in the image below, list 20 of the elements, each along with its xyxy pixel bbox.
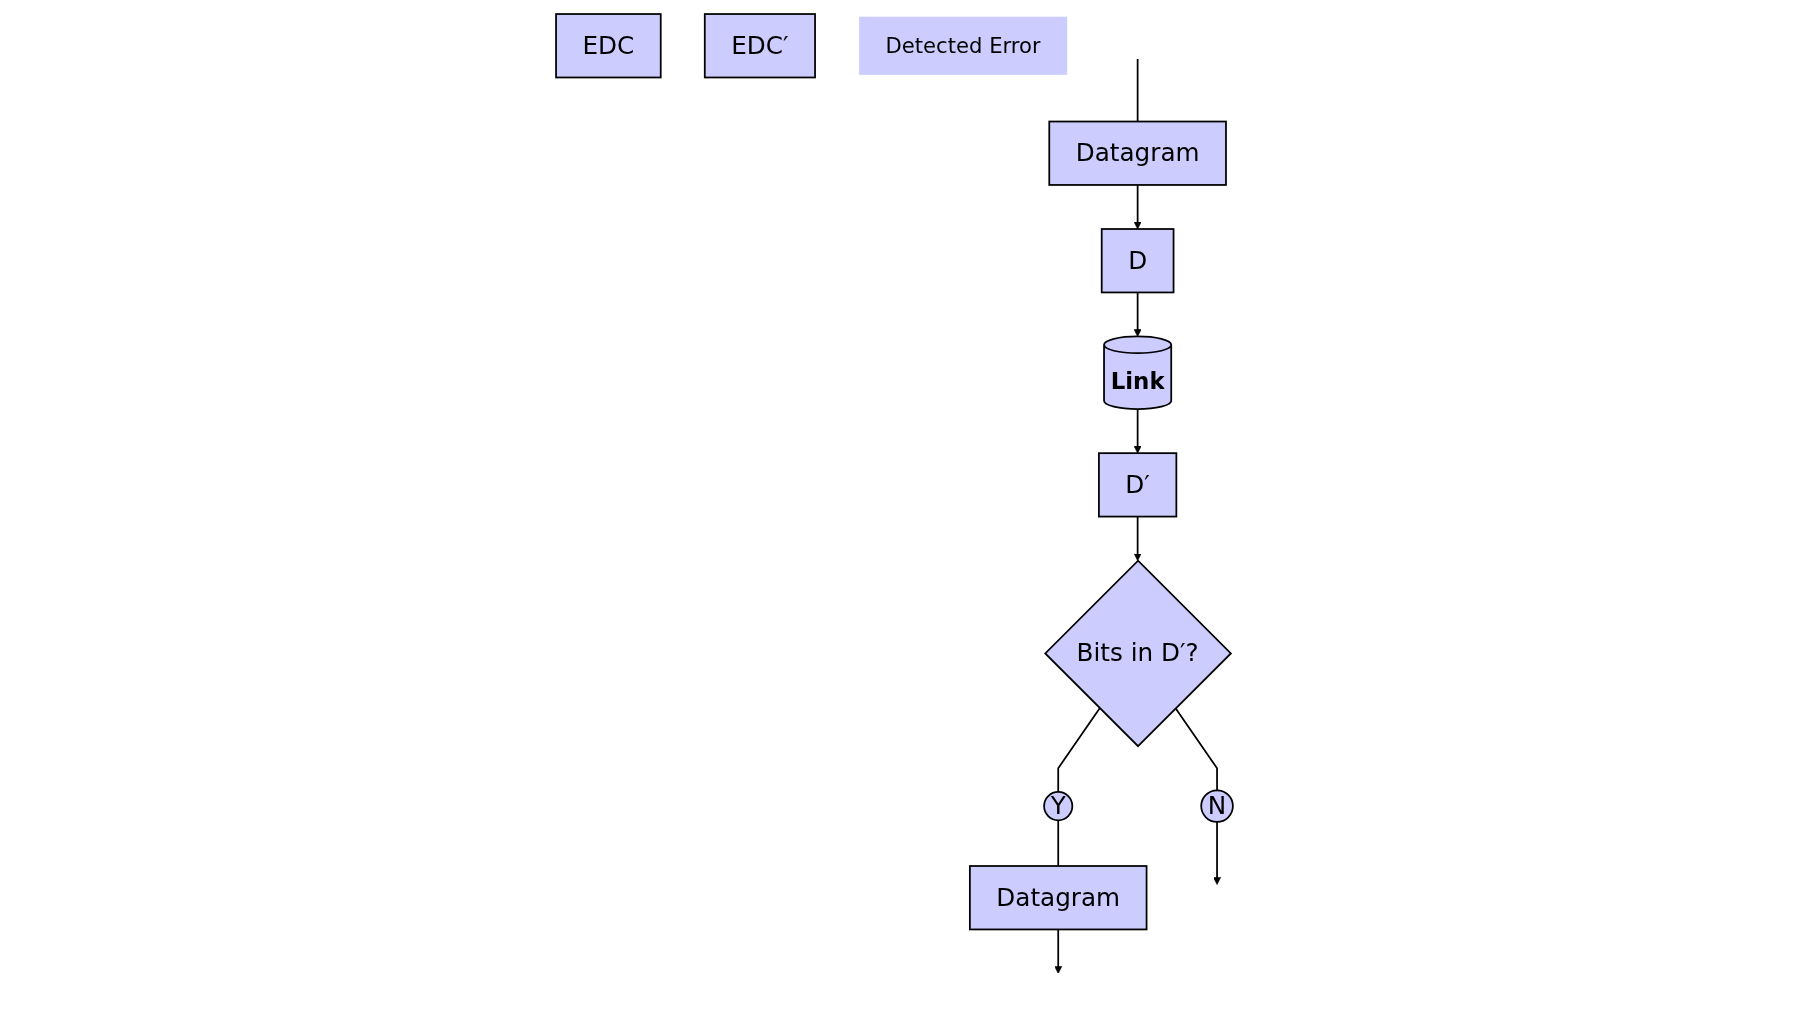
node-box: Datagram — [969, 864, 1148, 930]
connector — [1137, 57, 1139, 122]
node-box: EDC — [555, 12, 662, 78]
node-diamond: Bits in D′? — [1044, 558, 1233, 747]
connector — [1174, 706, 1219, 791]
node-box: D′ — [1098, 451, 1178, 517]
arrow — [1134, 183, 1142, 229]
node-box: EDC′ — [704, 12, 817, 78]
node-circle: N — [1200, 788, 1234, 823]
arrow — [1134, 407, 1142, 453]
node-box: Detected Error — [859, 16, 1068, 75]
connector — [1057, 706, 1101, 793]
node-box: D — [1101, 227, 1175, 293]
arrow — [1134, 515, 1142, 561]
node-circle: Y — [1043, 790, 1074, 821]
node-box: Datagram — [1048, 120, 1228, 186]
arrow — [1054, 928, 1063, 974]
arrow — [1213, 820, 1222, 885]
arrow — [1134, 291, 1142, 337]
connector — [1057, 818, 1060, 867]
